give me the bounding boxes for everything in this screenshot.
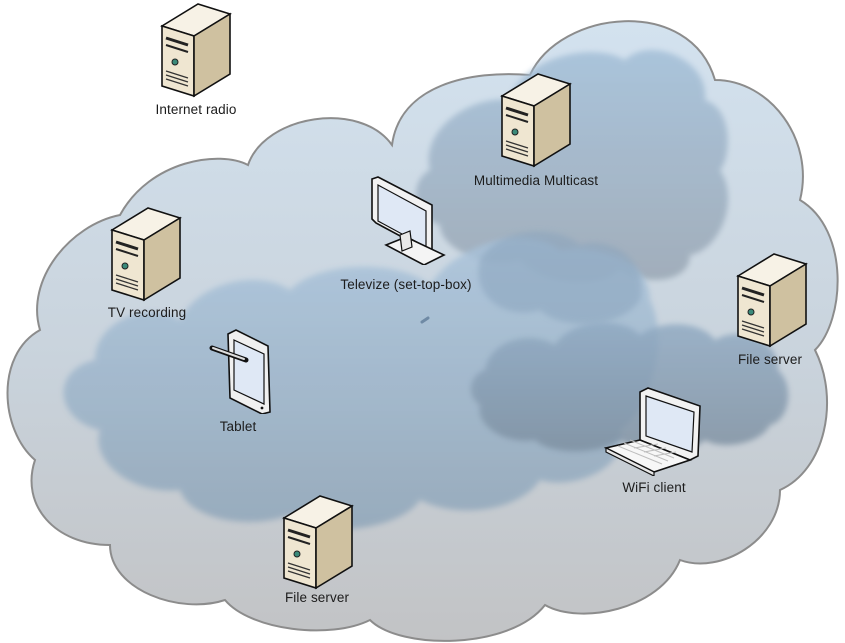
label-wifi-client: WiFi client <box>622 480 686 495</box>
inner-cloud-left <box>63 237 659 530</box>
node-multimedia-multicast[interactable] <box>498 70 574 170</box>
node-tv-recording[interactable] <box>108 204 184 304</box>
server-icon <box>500 73 572 168</box>
label-multimedia-multicast: Multimedia Multicast <box>473 173 599 188</box>
stray-mark <box>420 316 430 324</box>
server-icon <box>160 3 232 98</box>
label-tablet: Tablet <box>219 419 257 434</box>
inner-cloud-middle <box>478 231 642 324</box>
node-televize[interactable] <box>366 175 446 265</box>
node-file-server-right[interactable] <box>734 250 810 350</box>
label-file-server-right: File server <box>737 352 803 367</box>
node-file-server-bottom[interactable] <box>280 492 356 592</box>
label-internet-radio: Internet radio <box>155 102 237 117</box>
monitor-icon <box>371 176 446 265</box>
node-tablet[interactable] <box>206 328 272 414</box>
laptop-icon <box>604 387 701 476</box>
label-televize: Televize (set-top-box) <box>340 277 472 292</box>
node-internet-radio[interactable] <box>158 0 234 100</box>
server-icon <box>110 207 182 302</box>
label-tv-recording: TV recording <box>107 305 187 320</box>
server-icon <box>282 495 354 590</box>
server-icon <box>736 253 808 348</box>
inner-cloud-upper <box>416 49 729 283</box>
tablet-icon <box>209 329 271 414</box>
label-file-server-bottom: File server <box>284 590 350 605</box>
inner-cloud-right <box>470 322 789 452</box>
node-wifi-client[interactable] <box>604 384 704 476</box>
